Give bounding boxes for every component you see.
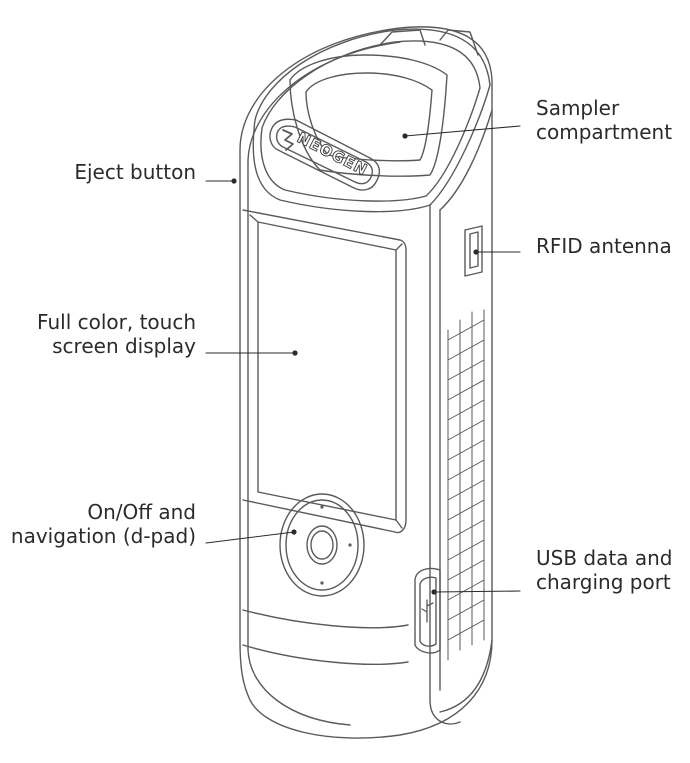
dpad-label: On/Off and navigation (d-pad)	[10, 500, 196, 548]
d-pad	[279, 493, 365, 597]
usb-leader	[433, 590, 521, 593]
sampler-leader	[404, 125, 521, 137]
rfid-antenna-label: RFID antenna	[536, 234, 672, 258]
leader-lines	[205, 125, 521, 593]
device-body	[239, 26, 493, 739]
rfid-antenna	[464, 225, 483, 277]
side-vent-grille	[447, 309, 485, 661]
sampler-compartment	[289, 54, 448, 177]
dpad-leader	[205, 531, 295, 544]
usb-port	[414, 567, 441, 654]
brand-logo: NEOGEN	[269, 118, 381, 191]
usb-icon	[421, 599, 434, 623]
touch-screen-display	[242, 209, 407, 534]
eject-button-label: Eject button	[74, 160, 196, 184]
usb-port-label: USB data and charging port	[536, 546, 673, 594]
lower-body-lines	[242, 609, 409, 665]
display-label: Full color, touch screen display	[37, 310, 196, 358]
sampler-compartment-label: Sampler compartment	[536, 96, 673, 144]
